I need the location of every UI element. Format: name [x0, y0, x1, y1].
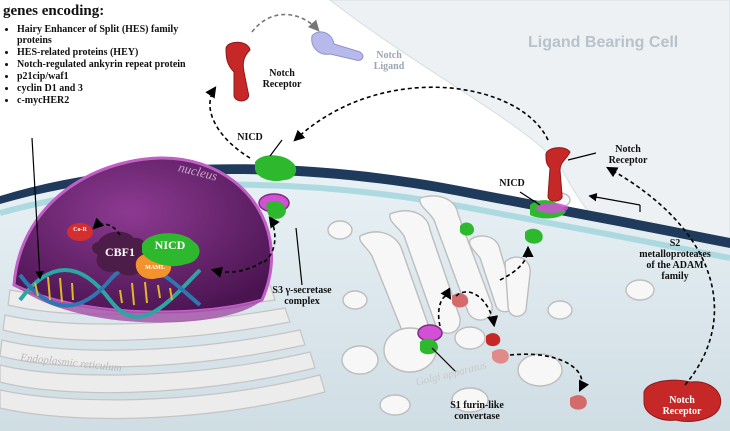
notch-receptor-right — [545, 147, 571, 202]
notch-receptor-right-label: Notch Receptor — [608, 144, 648, 166]
notch-receptor-bottom — [643, 379, 722, 422]
nicd-nucleus-label: NICD — [154, 238, 186, 252]
gene-item: cyclin D1 and 3 — [17, 83, 192, 94]
cbf1-protein — [91, 231, 148, 276]
s1-convertase — [417, 324, 443, 342]
s2-metalloprotease-label: S2 metalloproteases of the ADAM family — [639, 238, 711, 282]
ligand-bearing-cell-title: Ligand Bearing Cell — [528, 34, 679, 51]
dna-helix — [18, 263, 202, 319]
genes-title: genes encoding: — [3, 3, 105, 19]
notch-receptor-top — [225, 41, 251, 102]
nicd-right-label: NICD — [499, 178, 525, 189]
notch-receptor-bottom-label: Notch Receptor — [662, 395, 702, 417]
gene-item: Hairy Enhancer of Split (HES) family pro… — [17, 24, 192, 46]
s1-furin-label: S1 furin-like convertase — [450, 400, 504, 422]
nicd-left-label: NICD — [237, 132, 263, 143]
gene-item: HES-related proteins (HEY) — [17, 47, 192, 58]
cbf1-label: CBF1 — [105, 245, 135, 259]
nucleus-floor — [14, 285, 262, 323]
gene-item: c-mycHER2 — [17, 95, 192, 106]
nucleus-envelope — [12, 156, 274, 314]
nicd-left-protein — [254, 155, 297, 182]
gene-item: Notch-regulated ankyrin repeat protein — [17, 59, 192, 70]
notch-ligand-label: Notch Ligand — [373, 50, 405, 72]
notch-receptor-top-label: Notch Receptor — [262, 68, 302, 90]
maml-label: MAML — [145, 265, 165, 271]
golgi-apparatus — [327, 192, 655, 416]
notch-ligand — [311, 31, 364, 61]
s3-secretase-label: S3 γ-secretase complex — [272, 285, 332, 307]
co-r-label: Co-R — [73, 227, 87, 233]
co-r-protein — [67, 223, 93, 241]
gene-item: p21cip/waf1 — [17, 71, 192, 82]
genes-list: Hairy Enhancer of Split (HES) family pro… — [5, 24, 192, 107]
nicd-nucleus-protein — [142, 233, 200, 267]
